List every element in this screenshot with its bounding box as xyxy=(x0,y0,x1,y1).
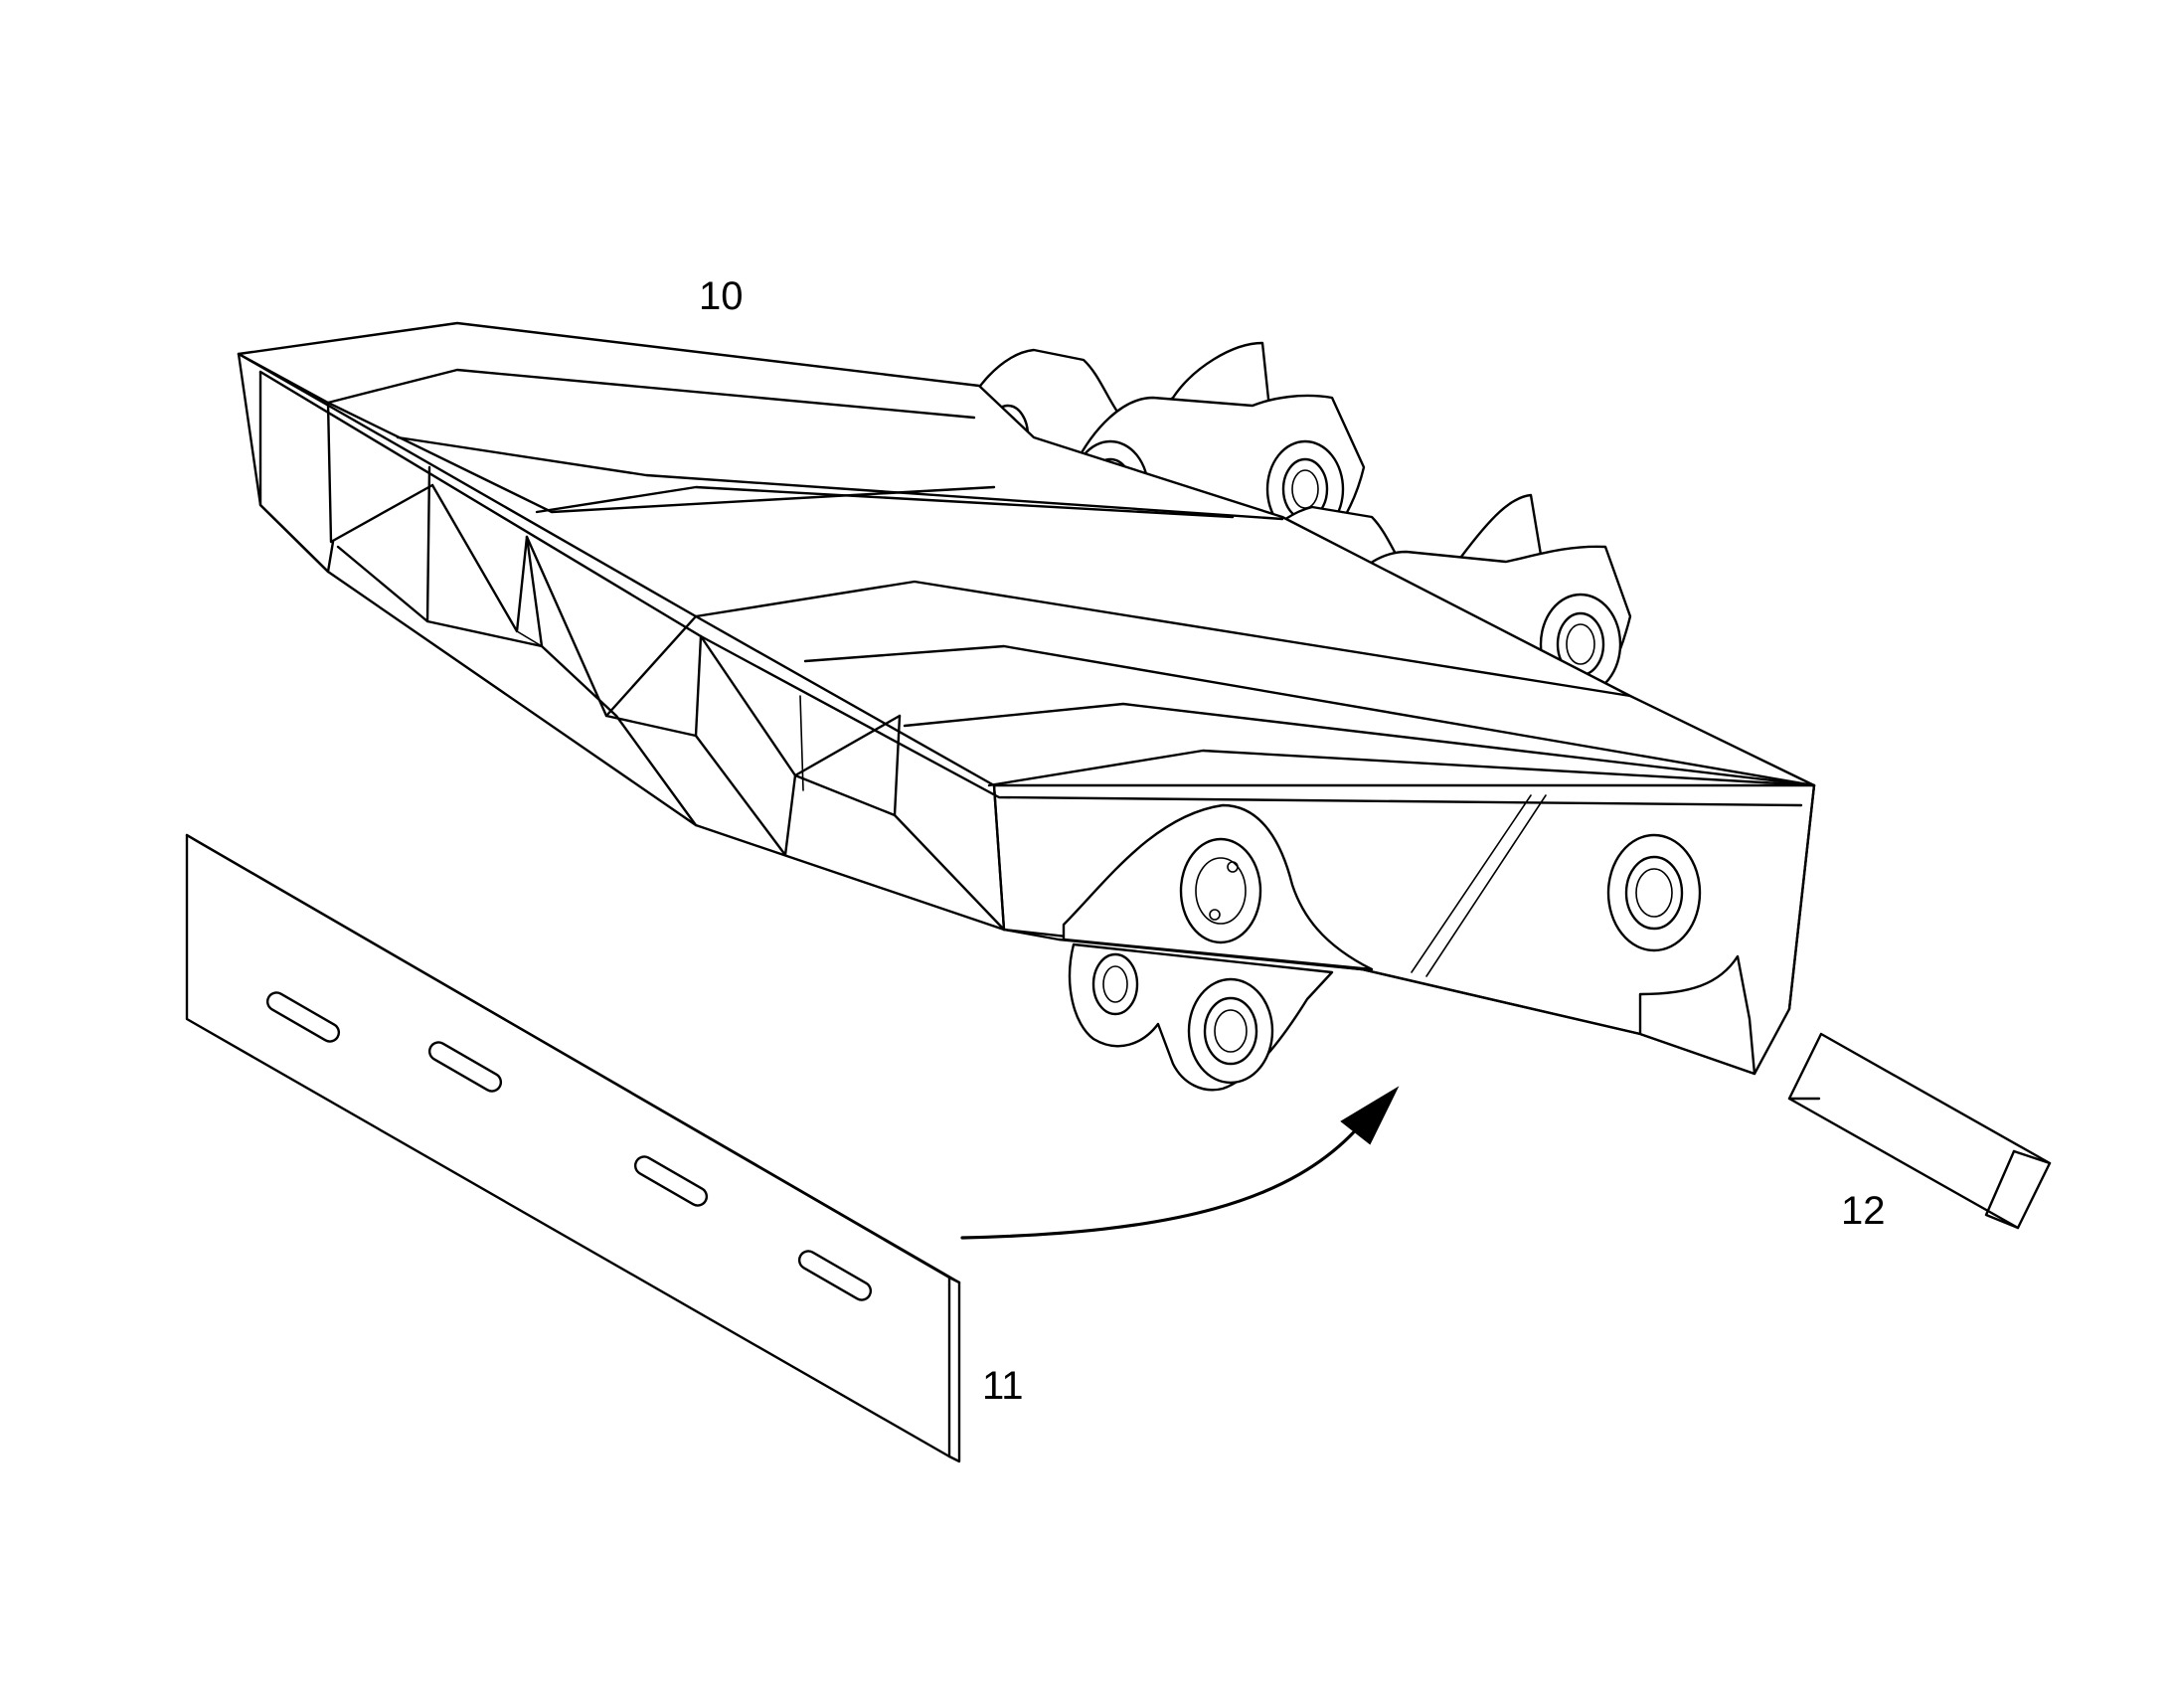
plate-slots xyxy=(265,991,873,1301)
reference-numeral-frame: 10 xyxy=(699,274,744,318)
bar-element xyxy=(1787,1032,2052,1230)
assembly-arrow xyxy=(960,1086,1400,1240)
lower-lugs xyxy=(1068,942,1334,1092)
reference-numeral-bar: 12 xyxy=(1841,1189,1886,1233)
frame-body xyxy=(237,321,1816,1076)
frame-assembly xyxy=(237,321,1816,1092)
front-box-lugs xyxy=(1062,803,1756,1076)
side-plate xyxy=(185,833,961,1463)
reference-numeral-side-plate: 11 xyxy=(982,1364,1024,1408)
truss-web xyxy=(258,370,1006,932)
